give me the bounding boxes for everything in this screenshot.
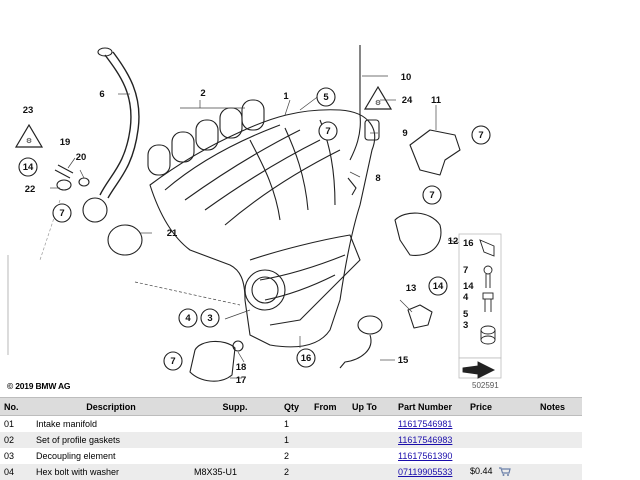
header-price: Price — [466, 397, 536, 416]
row-supp: M8X35-U1 — [190, 464, 280, 480]
parts-table: No. Description Supp. Qty From Up To Par… — [0, 397, 582, 480]
diagram-reference-number: 502591 — [472, 381, 499, 390]
callout-19: 19 — [60, 137, 71, 148]
row-part-number-cell: 07119905533 — [394, 464, 466, 480]
callout-8: 8 — [375, 173, 380, 184]
callout-7: 7 — [170, 356, 175, 367]
header-supp: Supp. — [190, 397, 280, 416]
svg-text:16: 16 — [463, 238, 474, 249]
part-number-link[interactable]: 07119905533 — [398, 467, 453, 477]
callout-21: 21 — [167, 228, 178, 239]
callout-20: 20 — [76, 152, 87, 163]
row-description: Hex bolt with washer — [32, 464, 190, 480]
svg-text:5: 5 — [463, 309, 469, 320]
callout-7: 7 — [478, 130, 483, 141]
table-row: 04 Hex bolt with washer M8X35-U1 2 07119… — [0, 464, 582, 480]
callout-7: 7 — [59, 208, 64, 219]
exploded-view-drawing: ⚙ ⚙ 1 2 3 4 5 6 7 7 7 7 7 8 9 10 11 12 1… — [7, 45, 502, 386]
callout-7: 7 — [325, 126, 330, 137]
table-row: 01 Intake manifold 1 11617546981 — [0, 416, 582, 433]
row-qty: 2 — [280, 464, 310, 480]
table-header-row: No. Description Supp. Qty From Up To Par… — [0, 397, 582, 416]
row-notes — [536, 416, 582, 433]
parts-diagram: ⚙ ⚙ 1 2 3 4 5 6 7 7 7 7 7 8 9 10 11 12 1… — [7, 45, 502, 386]
header-part-number: Part Number — [394, 397, 466, 416]
callout-3: 3 — [207, 313, 212, 324]
row-from — [310, 448, 348, 464]
row-price — [466, 432, 536, 448]
part-number-link[interactable]: 11617546983 — [398, 435, 453, 445]
row-up-to — [348, 448, 394, 464]
row-price-cell: $0.44 — [466, 464, 536, 480]
svg-text:7: 7 — [463, 265, 468, 276]
table-row: 03 Decoupling element 2 11617561390 — [0, 448, 582, 464]
row-price — [466, 416, 536, 433]
header-from: From — [310, 397, 348, 416]
row-up-to — [348, 432, 394, 448]
hardware-legend-panel: 16 7 14 4 5 3 — [458, 233, 502, 379]
cart-icon[interactable] — [498, 466, 511, 478]
warning-triangle-icon: ⚙ — [26, 137, 32, 145]
row-part-number-cell: 11617561390 — [394, 448, 466, 464]
row-qty: 2 — [284, 451, 290, 461]
row-notes — [536, 448, 582, 464]
callout-15: 15 — [398, 355, 409, 366]
callout-4: 4 — [185, 313, 191, 324]
svg-text:3: 3 — [463, 320, 468, 331]
callout-14: 14 — [23, 162, 34, 173]
row-no: 04 — [0, 464, 32, 480]
row-price — [466, 448, 536, 464]
warning-triangle-icon: ⚙ — [375, 99, 381, 107]
callout-18: 18 — [236, 362, 247, 373]
callout-22: 22 — [25, 184, 36, 195]
row-description: Set of profile gaskets — [32, 432, 190, 448]
row-no: 01 — [4, 419, 15, 429]
header-qty: Qty — [280, 397, 310, 416]
callout-16: 16 — [301, 353, 312, 364]
row-qty: 1 — [280, 432, 310, 448]
copyright-notice: © 2019 BMW AG — [7, 381, 71, 391]
callout-2: 2 — [200, 88, 205, 99]
callout-9: 9 — [402, 128, 407, 139]
row-from — [310, 416, 348, 433]
row-part-number-cell: 11617546983 — [394, 432, 466, 448]
row-from — [310, 432, 348, 448]
row-qty: 1 — [284, 419, 290, 429]
row-from — [310, 464, 348, 480]
part-number-link[interactable]: 11617546981 — [398, 419, 453, 429]
row-no: 02 — [0, 432, 32, 448]
callout-5: 5 — [323, 92, 329, 103]
row-up-to — [348, 464, 394, 480]
svg-text:4: 4 — [463, 292, 469, 303]
callout-12: 12 — [448, 236, 459, 247]
table-row: 02 Set of profile gaskets 1 11617546983 — [0, 432, 582, 448]
callout-14: 14 — [433, 281, 444, 292]
row-price: $0.44 — [470, 466, 493, 477]
callout-24: 24 — [402, 95, 413, 106]
part-number-link[interactable]: 11617561390 — [398, 451, 453, 461]
row-supp — [190, 416, 280, 433]
header-no: No. — [0, 397, 32, 416]
row-supp — [190, 432, 280, 448]
callout-11: 11 — [431, 95, 442, 106]
callout-13: 13 — [406, 283, 417, 294]
row-part-number-cell: 11617546981 — [394, 416, 466, 433]
row-no: 03 — [4, 451, 15, 461]
callout-1: 1 — [283, 91, 289, 102]
header-description: Description — [32, 397, 190, 416]
row-up-to — [348, 416, 394, 433]
row-notes — [536, 432, 582, 448]
row-description: Decoupling element — [36, 451, 116, 461]
callout-6: 6 — [99, 89, 104, 100]
row-supp — [190, 448, 280, 464]
callout-7: 7 — [429, 190, 434, 201]
callout-10: 10 — [401, 72, 412, 83]
row-description: Intake manifold — [36, 419, 98, 429]
header-up-to: Up To — [348, 397, 394, 416]
row-notes — [536, 464, 582, 480]
header-notes: Notes — [536, 397, 582, 416]
callout-17: 17 — [236, 375, 247, 386]
svg-text:14: 14 — [463, 281, 474, 292]
callout-23: 23 — [23, 105, 34, 116]
